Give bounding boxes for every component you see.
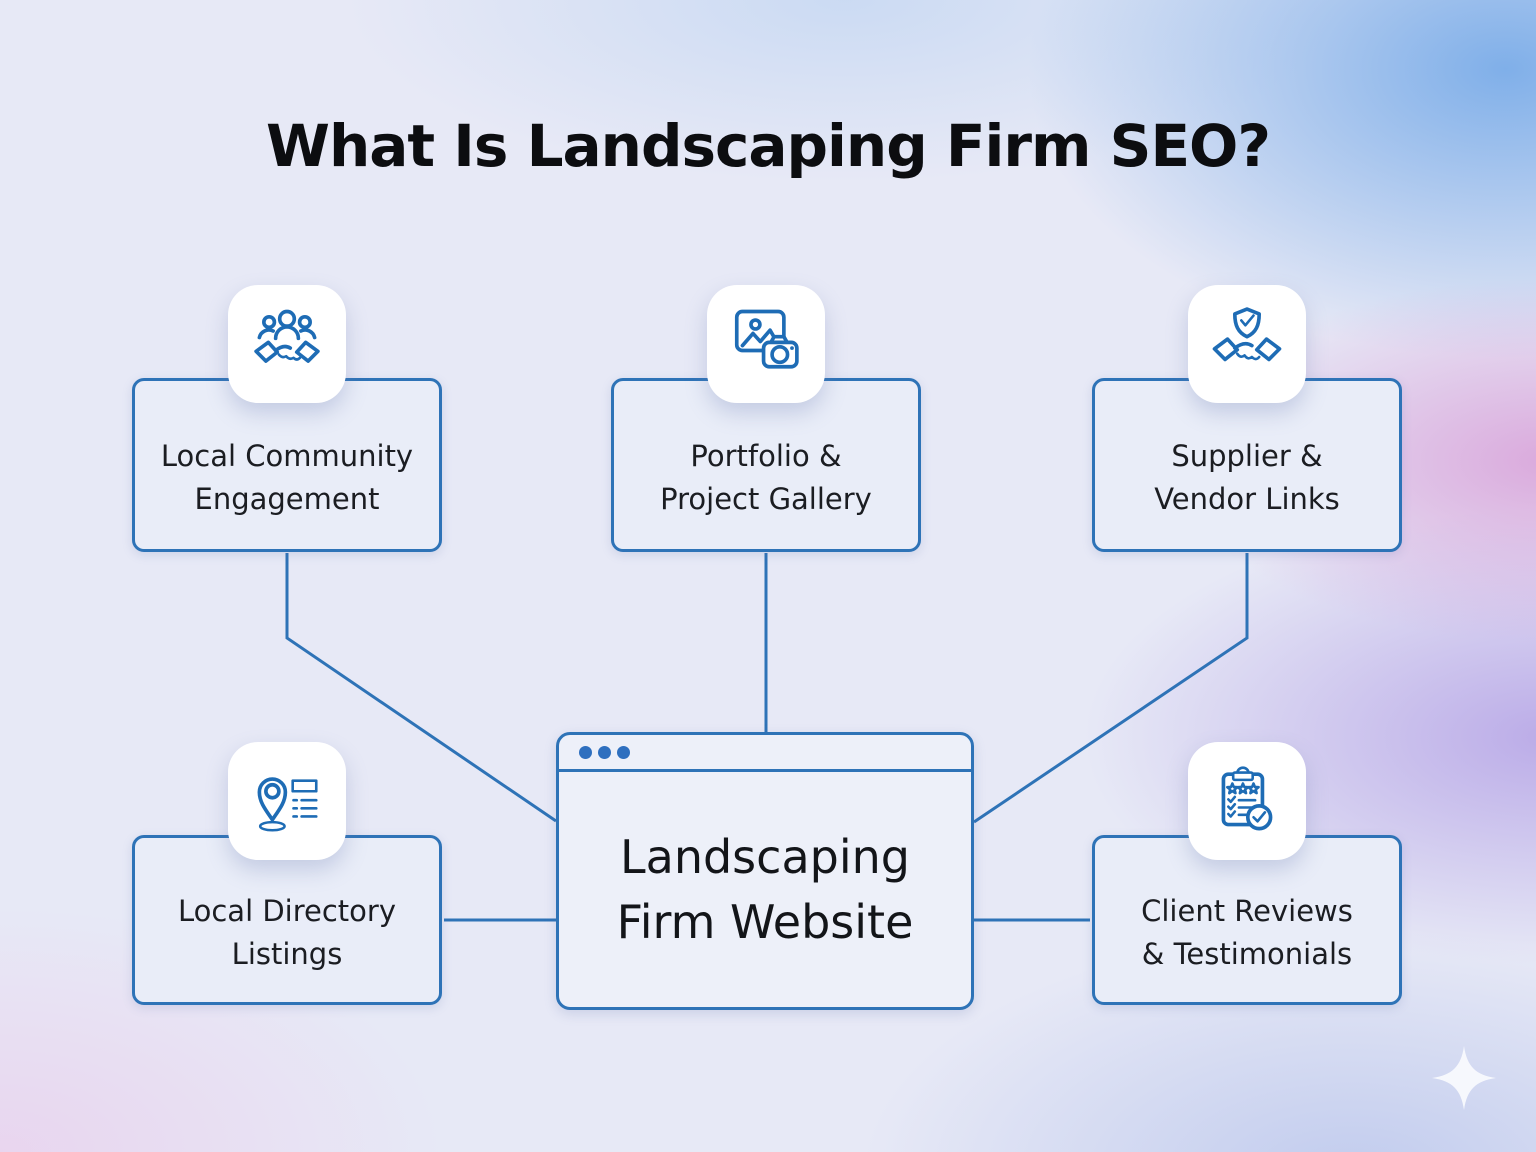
connector-supplier-to-website <box>973 553 1249 824</box>
node-local-directory-listings: Local Directory Listings <box>132 742 442 1005</box>
photo-gallery-camera-icon <box>707 285 825 403</box>
clipboard-stars-check-icon <box>1188 742 1306 860</box>
central-website-label: Landscaping Firm Website <box>559 772 971 1007</box>
node-client-reviews-testimonials: Client Reviews & Testimonials <box>1092 742 1402 1005</box>
label-line: Listings <box>231 937 343 971</box>
node-portfolio-project-gallery: Portfolio & Project Gallery <box>611 285 921 552</box>
label-line: Landscaping <box>620 830 910 885</box>
node-label: Supplier & Vendor Links <box>1154 409 1340 522</box>
page-title: What Is Landscaping Firm SEO? <box>265 112 1271 180</box>
handshake-shield-check-icon <box>1188 285 1306 403</box>
connector-community-to-website <box>285 553 557 823</box>
node-label: Local Community Engagement <box>161 409 413 522</box>
label-line: Project Gallery <box>660 482 872 516</box>
sparkle-icon <box>1432 1046 1496 1110</box>
label-line: Engagement <box>194 482 380 516</box>
label-line: & Testimonials <box>1141 937 1353 971</box>
browser-dot-icon <box>598 745 611 759</box>
label-line: Client Reviews <box>1141 893 1353 928</box>
label-line: Local Community <box>160 438 414 473</box>
node-label: Local Directory Listings <box>178 864 396 977</box>
community-handshake-icon <box>228 285 346 403</box>
label-line: Portfolio & <box>690 438 842 473</box>
central-website-node: Landscaping Firm Website <box>556 732 974 1010</box>
label-line: Local Directory <box>177 893 397 928</box>
label-line: Firm Website <box>616 894 914 949</box>
node-supplier-vendor-links: Supplier & Vendor Links <box>1092 285 1402 552</box>
node-label: Client Reviews & Testimonials <box>1141 864 1353 977</box>
location-pin-list-icon <box>228 742 346 860</box>
browser-dot-icon <box>617 745 630 759</box>
label-line: Supplier & <box>1171 438 1323 473</box>
node-label: Portfolio & Project Gallery <box>660 409 872 522</box>
node-local-community-engagement: Local Community Engagement <box>132 285 442 552</box>
label-line: Vendor Links <box>1154 482 1340 516</box>
browser-dot-icon <box>579 745 592 759</box>
browser-titlebar <box>559 735 971 772</box>
